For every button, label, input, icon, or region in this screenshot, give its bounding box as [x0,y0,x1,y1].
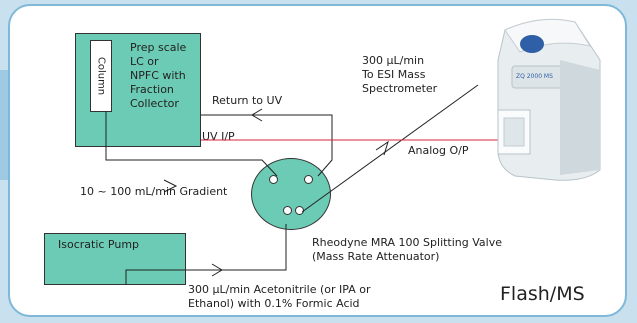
ms-transfer-line [301,84,479,213]
valve-port-top-left [269,175,278,184]
isocratic-pump-label: Isocratic Pump [58,238,140,251]
gradient-label: 10 ~ 100 mL/min Gradient [80,185,228,198]
diagram-title: Flash/MS [500,283,585,305]
makeup-flow-label: 300 µL/min Acetonitrile (or IPA or Ethan… [188,283,371,310]
return-to-uv-label: Return to UV [212,94,283,107]
gradient-line [105,112,278,177]
splitting-valve [251,158,331,230]
valve-port-bottom-left [283,206,292,215]
ms-transfer-arrow [375,140,389,156]
return-uv-line [201,114,333,177]
makeup-line [125,224,287,285]
prep-lc-label: Prep scale LC or NPFC with Fraction Coll… [130,41,187,110]
valve-label: Rheodyne MRA 100 Splitting Valve (Mass R… [312,236,502,263]
makeup-arrow [211,263,223,277]
ms-brand-label: ZQ 2000 MS [516,73,553,80]
analog-op-label: Analog O/P [408,144,469,157]
valve-port-top-right [304,175,313,184]
column-box: Column [90,40,112,112]
mass-spectrometer-icon [497,18,601,181]
ms-flow-label: 300 µL/min To ESI Mass Spectrometer [362,54,438,95]
gradient-arrow [163,179,178,193]
isocratic-pump-box [44,233,186,285]
return-uv-arrow [251,108,263,122]
